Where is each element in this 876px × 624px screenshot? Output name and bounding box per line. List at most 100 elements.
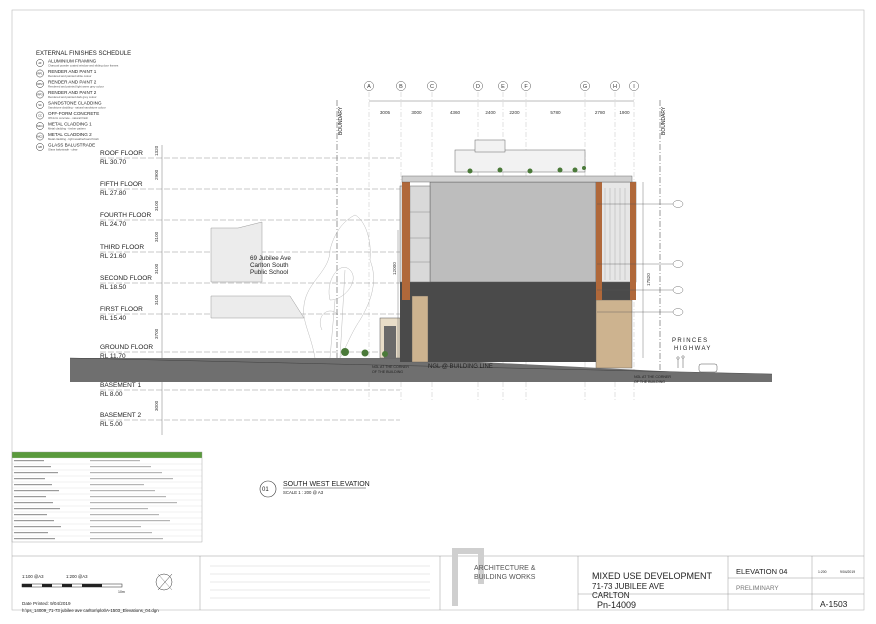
finish-name: ALUMINIUM FRAMING xyxy=(48,59,97,64)
revision-table xyxy=(210,565,430,599)
table-cell xyxy=(90,508,148,510)
finish-code-badge xyxy=(36,122,44,130)
firm-name-1: ARCHITECTURE & xyxy=(474,565,536,572)
people-figures xyxy=(676,355,685,368)
project-number: Pn-14009 xyxy=(597,600,636,610)
tree-outlines xyxy=(303,214,374,359)
finish-code-badge xyxy=(36,59,44,67)
level-name: FOURTH FLOOR xyxy=(100,212,151,219)
table-cell xyxy=(14,532,48,534)
level-rl: RL 5.00 xyxy=(100,421,123,428)
level-dim: 1320 xyxy=(154,145,159,156)
level-name: BASEMENT 2 xyxy=(100,412,141,419)
table-cell xyxy=(90,484,144,486)
neighbour-suburb: Carlton South xyxy=(250,262,289,269)
date-printed: Date Printed: 9/04/2019 xyxy=(22,601,71,606)
level-rl: RL 21.60 xyxy=(100,253,127,260)
finishes-schedule: EXTERNAL FINISHES SCHEDULE AF ALUMINIUM F… xyxy=(36,51,131,152)
finish-name: RENDER AND PAINT 1 xyxy=(48,69,97,74)
grid-label: H xyxy=(613,84,617,90)
grid-label: F xyxy=(524,84,528,90)
finish-code-badge xyxy=(36,90,44,99)
boundary-label-left: BOUNDARY xyxy=(338,106,344,135)
grid-bubble xyxy=(498,81,508,91)
scale-end: 10m xyxy=(118,590,125,594)
file-path: h:\ps_14009_71-73 jubilee ave carlton\pl… xyxy=(22,608,159,613)
grid-bubble xyxy=(629,81,639,91)
finish-desc: Glass balustrade - clear xyxy=(48,148,78,152)
table-cell xyxy=(14,490,59,492)
finish-code-badge xyxy=(36,132,44,141)
level-rl: RL 8.00 xyxy=(100,391,123,398)
table-cell xyxy=(90,496,166,498)
grid-bubble xyxy=(521,81,531,91)
level-rl: RL 11.70 xyxy=(100,353,126,360)
grid-bubble xyxy=(473,81,483,91)
table-cell xyxy=(14,460,44,462)
level-name: FIRST FLOOR xyxy=(100,306,143,313)
scale-bar: 1:100 @A3 1:200 @A3 10m xyxy=(21,574,125,594)
elevation-name: SOUTH WEST ELEVATION xyxy=(283,481,370,488)
grid-bubble xyxy=(364,81,374,91)
finish-code: AF xyxy=(38,61,42,65)
grid-dim: 3005 xyxy=(380,110,391,115)
level-dim: 3000 xyxy=(154,400,159,411)
level-dim: 3100 xyxy=(154,294,159,305)
finish-code: RP1 xyxy=(37,72,43,76)
ngl-right-2: OF THE BUILDING xyxy=(634,380,665,384)
finish-desc: Rendered and painted dark grey colour xyxy=(48,95,97,99)
grid-label: E xyxy=(501,84,505,90)
grid-dim: 2400 xyxy=(485,110,496,115)
level-name: THIRD FLOOR xyxy=(100,244,144,251)
table-cell xyxy=(90,490,155,492)
level-dim: 3700 xyxy=(154,328,159,339)
level-name: BASEMENT 1 xyxy=(100,382,141,389)
scale-label-b: 1:200 @A3 xyxy=(66,574,88,579)
level-dim: 3100 xyxy=(154,231,159,242)
level-dim: 3100 xyxy=(154,200,159,211)
grid-bubble xyxy=(396,81,406,91)
boundary-label-right: BOUNDARY xyxy=(661,106,667,135)
table-cell xyxy=(14,526,61,528)
level-rl: RL 30.70 xyxy=(100,159,127,166)
compliance-table xyxy=(11,451,203,543)
finish-code: CC xyxy=(38,114,42,118)
finish-code: MC1 xyxy=(37,124,43,128)
firm-name-2: BUILDING WORKS xyxy=(474,574,536,581)
finish-code-badge xyxy=(36,80,44,88)
elevation-title: 01 SOUTH WEST ELEVATION SCALE 1 : 200 @ … xyxy=(259,480,370,498)
level-name: FIFTH FLOOR xyxy=(100,181,143,188)
finish-code-badge xyxy=(36,143,44,151)
grid-dim: 2200 xyxy=(509,110,520,115)
table-cell xyxy=(90,460,140,462)
ground-height-dim: 12000 xyxy=(392,262,397,275)
elevation-number: 01 xyxy=(262,487,269,493)
drawing-scale: 1:200 xyxy=(818,570,827,574)
finish-desc: Rendered and painted white colour xyxy=(48,74,91,78)
finish-callouts xyxy=(597,200,684,316)
grid-bubble xyxy=(427,81,437,91)
building-height-dims: 12000 17820 xyxy=(392,182,651,358)
project-title: MIXED USE DEVELOPMENT xyxy=(592,571,713,581)
schedule-title: EXTERNAL FINISHES SCHEDULE xyxy=(36,51,131,57)
grid-label: B xyxy=(399,84,403,90)
table-cell xyxy=(90,478,173,480)
level-rl: RL 15.40 xyxy=(100,315,127,322)
neighbour-building: 69 Jubilee Ave Carlton South Public Scho… xyxy=(210,221,305,319)
table-cell xyxy=(14,472,58,474)
finish-code: RP2 xyxy=(37,82,43,86)
level-rl: RL 18.50 xyxy=(100,284,127,291)
finish-name: OFF-FORM CONCRETE xyxy=(48,111,99,116)
finish-desc: Sandstone cladding - natural sandstone c… xyxy=(48,106,106,110)
table-cell xyxy=(14,508,60,510)
table-cell xyxy=(90,466,151,468)
level-name: SECOND FLOOR xyxy=(100,275,152,282)
finish-desc: Metal cladding - timber pattern xyxy=(48,127,86,131)
